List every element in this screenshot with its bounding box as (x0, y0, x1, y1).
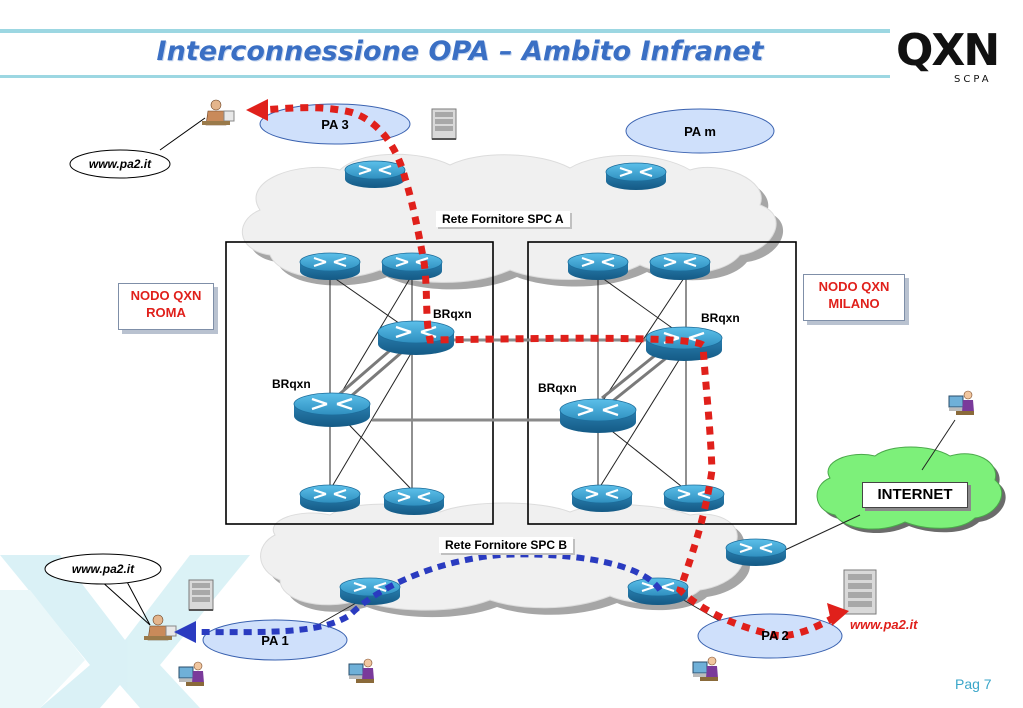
nodo-roma-line2: ROMA (146, 305, 186, 320)
web-user-icon (201, 99, 235, 126)
pa3-site (259, 103, 411, 145)
router-icon (649, 252, 711, 281)
user-workstation-icon (692, 656, 719, 682)
page-number: Pag 7 (955, 676, 992, 692)
router-icon (567, 252, 629, 281)
nodo-roma-line1: NODO QXN (130, 288, 202, 303)
slide-title: Interconnessione OPA – Ambito Infranet (156, 36, 764, 67)
user-workstation-icon (948, 390, 975, 416)
router-icon (558, 397, 638, 435)
router-icon (605, 162, 667, 191)
milano-links (597, 274, 687, 491)
pa1-label: PA 1 (261, 633, 289, 648)
nodo-roma-box (225, 241, 494, 525)
pa1-site (202, 619, 348, 661)
br-roma-top-label: BRqxn (433, 307, 472, 321)
nodo-milano-line1: NODO QXN (818, 279, 890, 294)
router-icon (663, 484, 725, 513)
server-icon (188, 579, 214, 611)
nodo-milano-line2: MILANO (828, 296, 880, 311)
server-icon (843, 569, 877, 615)
pa2-url-label: www.pa2.it (850, 617, 918, 632)
qxn-logo: QXN SCPA (896, 28, 1000, 90)
bubble-bottom (44, 553, 162, 626)
server-icon (431, 108, 457, 140)
nodo-milano-box (527, 241, 797, 525)
bubble-top (69, 117, 206, 179)
pa3-label: PA 3 (321, 117, 349, 132)
router-icon (381, 252, 443, 281)
router-icon (344, 160, 406, 189)
router-icon (292, 391, 372, 429)
user-workstation-icon (178, 661, 205, 687)
header-band-top (0, 29, 890, 33)
router-icon (725, 538, 787, 567)
nodo-roma-label: NODO QXN ROMA (118, 283, 214, 330)
x-watermark-decoration (0, 555, 250, 708)
pam-site (625, 108, 775, 154)
user-workstation-icon (348, 658, 375, 684)
router-icon (571, 484, 633, 513)
internet-label: INTERNET (862, 482, 968, 508)
router-icon (299, 484, 361, 513)
blue-path (174, 551, 663, 643)
rete-b-label: Rete Fornitore SPC B (439, 537, 574, 553)
router-icon (299, 252, 361, 281)
logo-subtext: SCPA (954, 74, 992, 85)
nodo-milano-label: NODO QXN MILANO (803, 274, 905, 321)
bubble-bottom-text: www.pa2.it (71, 562, 135, 576)
logo-text: QXN (896, 25, 1000, 76)
pa2-label: PA 2 (761, 628, 789, 643)
router-icon (383, 487, 445, 516)
rete-a-label: Rete Fornitore SPC A (436, 211, 570, 227)
header-band-bottom (0, 75, 890, 78)
roma-links (329, 274, 417, 491)
red-path (246, 99, 849, 640)
br-milano-bottom-label: BRqxn (538, 381, 577, 395)
br-roma-bottom-label: BRqxn (272, 377, 311, 391)
pam-label: PA m (684, 124, 716, 139)
bubble-top-text: www.pa2.it (88, 157, 152, 171)
br-milano-top-label: BRqxn (701, 311, 740, 325)
